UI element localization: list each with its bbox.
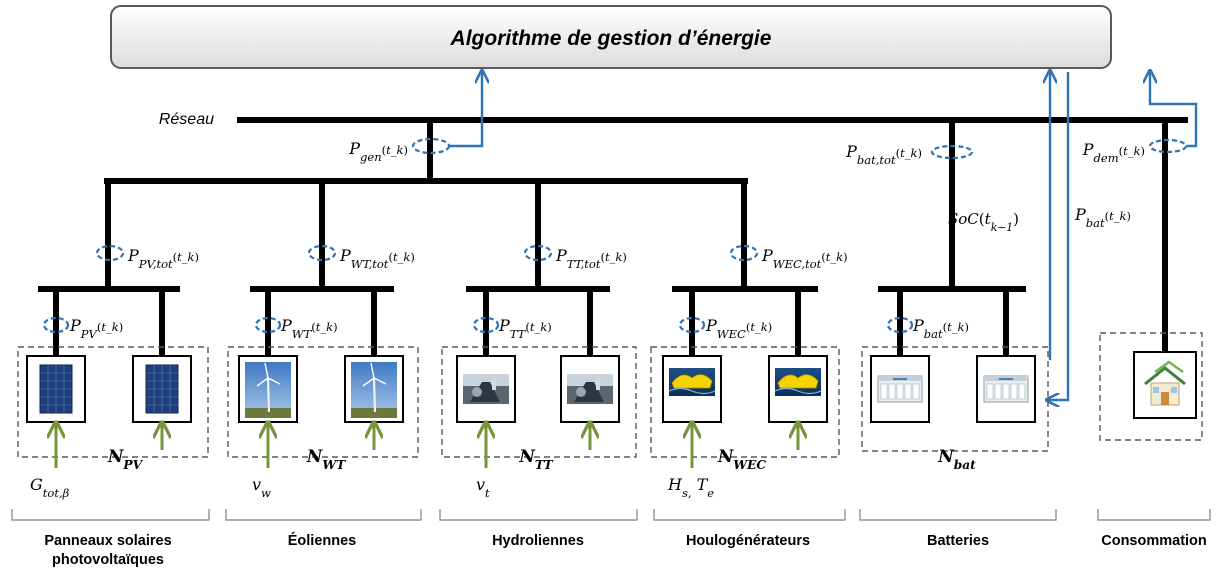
count-label-tt: NTT​ [518,447,553,472]
input-label-pv: Gtot,β​ [30,475,70,500]
category-bat: Batteries [927,533,989,549]
wave-energy-converter-icon [768,355,828,423]
algorithm-box [110,5,1112,69]
category-cons: Consommation [1101,533,1207,549]
count-label-bat: Nbat​ [937,447,976,472]
category-brackets [11,509,1211,521]
category-tt: Hydroliennes [492,533,584,549]
house-icon [1133,351,1197,419]
signal-labels: Pgen(t_k)​ Pbat,tot(t_k)​ SoC(tk−1​) Pdem(t… [30,139,1145,500]
tot-signal-wec: PWEC,tot(t_k)​ [761,246,848,271]
tot-signal-pv: PPV,tot(t_k)​ [127,246,199,271]
p-bat-label: Pbat(t_k)​ [1074,205,1131,230]
category-wec: Houlogénérateurs [686,533,810,549]
p-dem-feedback-arrow [1150,72,1198,148]
battery-container-icon [870,355,930,423]
soc-label: SoC(tk−1​) [948,210,1019,234]
input-arrows [56,424,798,468]
device-icons [26,351,1197,423]
input-label-wec: Hs,​ Te​ [667,475,714,500]
category-wt: Éoliennes [288,532,357,549]
power-bus-lines [38,117,1188,356]
wind-turbine-icon [238,355,298,423]
unit-signal-wt: PWT(t_k)​ [280,316,338,341]
p-bat-tot-label: Pbat,tot(t_k)​ [845,142,922,167]
feedback-arrows [449,72,1198,400]
unit-signal-pv: PPV(t_k)​ [69,316,123,341]
battery-container-icon [976,355,1036,423]
unit-signal-tt: PTT(t_k)​ [498,316,552,341]
p-bat-command-arrow [1048,72,1070,400]
algorithm-title: Algorithme de gestion d’énergie [450,27,772,50]
solar-panel-icon [132,355,192,423]
count-label-wec: NWEC​ [717,447,767,472]
unit-signal-wec: PWEC(t_k)​ [705,316,772,341]
input-label-tt: vt​ [476,475,490,500]
network-label: Réseau [159,111,214,128]
count-label-pv: NPV​ [107,447,144,472]
tot-signal-tt: PTT,tot(t_k)​ [555,246,627,271]
p-dem-label: Pdem(t_k)​ [1082,140,1145,165]
wave-energy-converter-icon [662,355,722,423]
unit-signal-bat: Pbat(t_k)​ [912,316,969,341]
p-gen-label: Pgen(t_k)​ [348,139,408,164]
wind-turbine-icon [344,355,404,423]
tot-signal-wt: PWT,tot(t_k)​ [339,246,415,271]
tidal-turbine-icon [456,355,516,423]
group-boxes [17,332,1203,458]
input-label-wt: vw​ [252,475,271,500]
tidal-turbine-icon [560,355,620,423]
solar-panel-icon [26,355,86,423]
p-gen-feedback-arrow [449,72,482,148]
measurement-points [42,137,1188,334]
count-label-wt: NWT​ [306,447,346,472]
